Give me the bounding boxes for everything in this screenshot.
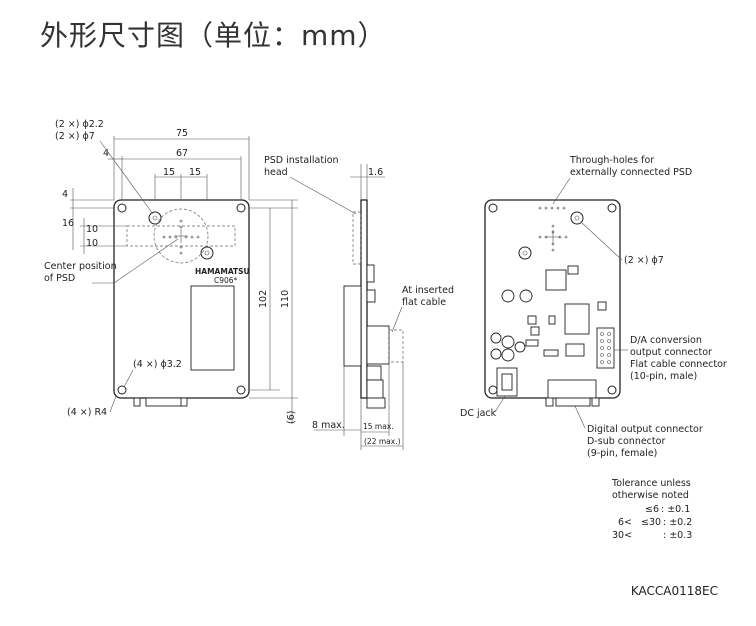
dc-jack-label: DC jack [460, 408, 497, 419]
digital-label-2: D-sub connector [587, 436, 665, 447]
tolerance-title-2: otherwise noted [612, 490, 689, 501]
dim-4-top: 4 [103, 148, 109, 159]
large-hole-2 [200, 246, 214, 260]
dim-22max: (22 max.) [364, 437, 401, 446]
tol-row2-low: 6< [618, 517, 632, 528]
brand-text: HAMAMATSU [195, 267, 250, 276]
center-psd-label-2: of PSD [44, 273, 75, 284]
dim-15b: 15 [189, 167, 201, 178]
mount-hole-bl [117, 385, 127, 395]
psd-head-label-2: head [264, 167, 288, 178]
dim-67: 67 [176, 148, 188, 159]
dim-102: 102 [258, 290, 269, 308]
front-dsub [145, 397, 183, 407]
dim-10b: 10 [86, 238, 98, 249]
mount-hole-tl [117, 203, 127, 213]
model-text: C906* [214, 276, 238, 285]
back-large-hole-2 [518, 246, 532, 260]
tol-row1-value: : ±0.1 [661, 504, 690, 515]
digital-label-3: (9-pin, female) [587, 448, 657, 459]
dim-4-left: 4 [62, 189, 68, 200]
da-label-2: output connector [630, 347, 712, 358]
dim-16: 16 [62, 218, 74, 229]
flat-cable-label-2: flat cable [402, 297, 446, 308]
tolerance-table: Tolerance unless otherwise noted ≤6 : ±0… [611, 478, 692, 541]
psd-outline [153, 208, 209, 264]
label-plate [190, 285, 235, 371]
through-holes-label-1: Through-holes for [569, 155, 654, 166]
center-psd-label-1: Center position [44, 261, 117, 272]
da-label-4: (10-pin, male) [630, 371, 697, 382]
flat-cable-label-1: At inserted [402, 285, 454, 296]
corner-radius-label: (4 ×) R4 [67, 407, 107, 418]
holes-large-label: (2 ×) ϕ7 [55, 131, 95, 142]
dim-110: 110 [280, 290, 291, 308]
page-title: 外形尺寸图（单位：mm） [40, 19, 387, 52]
tolerance-title-1: Tolerance unless [611, 478, 691, 489]
dim-15max: 15 max. [363, 422, 394, 431]
dim-10a: 10 [86, 224, 98, 235]
side-view: 1.6 8 max. 15 max. (22 max.) PSD install… [264, 155, 454, 450]
da-label-1: D/A conversion [630, 335, 702, 346]
front-view: HAMAMATSU C906* 75 67 4 15 15 4 16 10 10 [44, 119, 298, 424]
tol-row3-value: : ±0.3 [663, 530, 692, 541]
holes-small-label: (2 ×) ϕ2.2 [55, 119, 104, 130]
psd-head-label-1: PSD installation [264, 155, 339, 166]
back-large-hole-1 [570, 211, 584, 225]
drawing-code: KACCA0118EC [630, 584, 718, 598]
back-view: Through-holes for externally connected P… [460, 155, 727, 459]
mount-hole-tr [236, 203, 246, 213]
dim-8max: 8 max. [312, 420, 345, 431]
da-connector [596, 327, 615, 369]
flat-cable-connector [366, 325, 390, 365]
digital-label-1: Digital output connector [587, 424, 703, 435]
tol-row3-low: 30< [612, 530, 632, 541]
tol-row1-range: ≤6 [645, 504, 659, 515]
dim-15a: 15 [163, 167, 175, 178]
back-holes-large-label: (2 ×) ϕ7 [624, 255, 664, 266]
tol-row2-range: ≤30 [641, 517, 661, 528]
mount-hole-br [236, 385, 246, 395]
side-board [360, 199, 368, 399]
dim-75: 75 [176, 128, 188, 139]
through-holes-label-2: externally connected PSD [570, 167, 692, 178]
large-hole-1 [148, 211, 162, 225]
da-label-3: Flat cable connector [630, 359, 727, 370]
tol-row2-value: : ±0.2 [663, 517, 692, 528]
dim-6: (6) [286, 411, 297, 424]
dim-1-6: 1.6 [368, 167, 383, 178]
back-dsub [547, 379, 597, 399]
mount-holes-label: (4 ×) ϕ3.2 [133, 359, 182, 370]
side-bracket [343, 285, 362, 367]
